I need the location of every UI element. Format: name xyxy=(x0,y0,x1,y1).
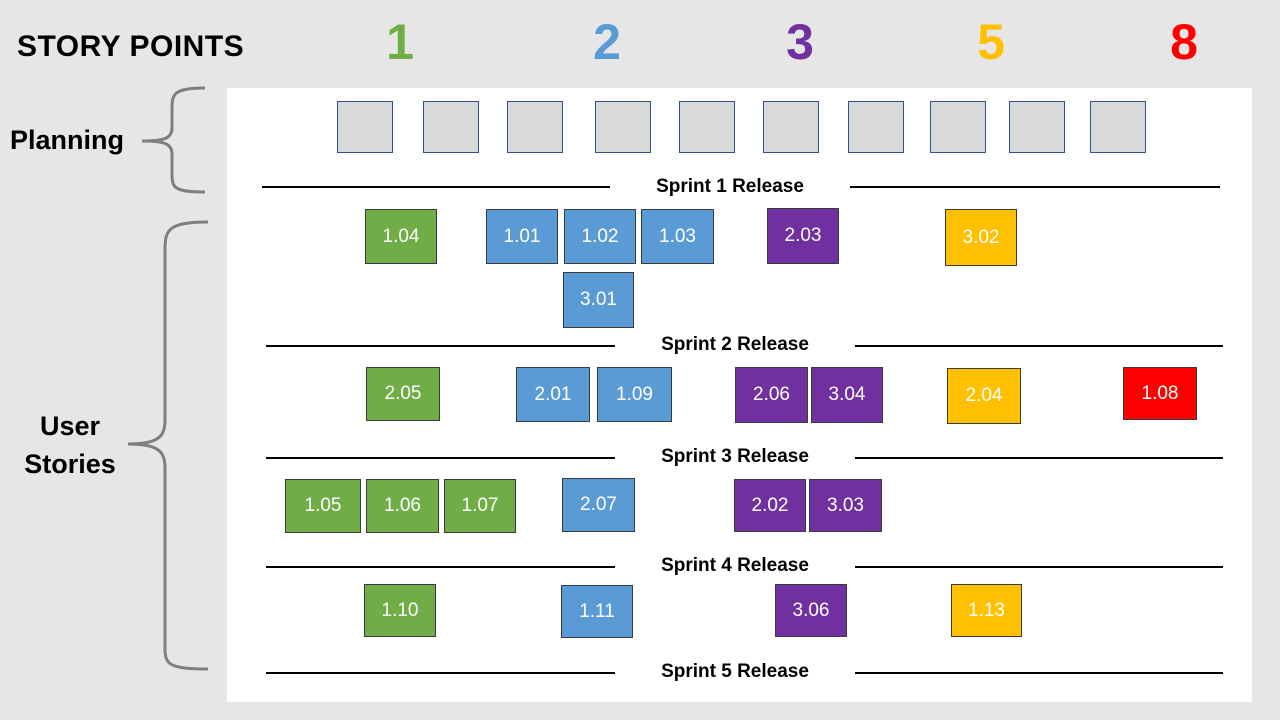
story-card-2.03[interactable]: 2.03 xyxy=(767,208,839,264)
planning-card-placeholder[interactable] xyxy=(1090,101,1146,153)
planning-card-placeholder[interactable] xyxy=(423,101,479,153)
story-point-5: 5 xyxy=(977,14,1005,70)
planning-card-placeholder[interactable] xyxy=(337,101,393,153)
user-stories-label: User Stories xyxy=(20,407,120,483)
story-card-2.01[interactable]: 2.01 xyxy=(516,367,590,422)
story-points-heading: STORY POINTS xyxy=(17,30,245,63)
story-card-1.08[interactable]: 1.08 xyxy=(1123,367,1197,420)
story-card-1.03[interactable]: 1.03 xyxy=(641,209,714,264)
sprint-5-release-label: Sprint 5 Release xyxy=(615,660,855,684)
story-card-1.05[interactable]: 1.05 xyxy=(285,479,361,533)
user-stories-brace xyxy=(127,220,209,671)
story-point-1: 1 xyxy=(386,14,414,70)
story-card-1.06[interactable]: 1.06 xyxy=(366,479,439,533)
story-point-8: 8 xyxy=(1170,14,1198,70)
story-card-2.02[interactable]: 2.02 xyxy=(734,479,806,532)
section-braces xyxy=(127,86,209,671)
sprint-3-release-label: Sprint 3 Release xyxy=(615,445,855,469)
story-card-2.06[interactable]: 2.06 xyxy=(735,367,808,423)
planning-card-placeholder[interactable] xyxy=(679,101,735,153)
story-card-3.06[interactable]: 3.06 xyxy=(775,584,847,637)
planning-card-placeholder[interactable] xyxy=(763,101,819,153)
story-card-3.04[interactable]: 3.04 xyxy=(811,367,883,423)
planning-card-placeholder[interactable] xyxy=(507,101,563,153)
story-card-2.04[interactable]: 2.04 xyxy=(947,368,1021,424)
planning-card-placeholder[interactable] xyxy=(848,101,904,153)
sprint-4-release-label: Sprint 4 Release xyxy=(615,554,855,578)
story-card-3.01[interactable]: 3.01 xyxy=(563,272,634,328)
planning-card-placeholder[interactable] xyxy=(1009,101,1065,153)
planning-label: Planning xyxy=(10,125,124,155)
story-card-3.02[interactable]: 3.02 xyxy=(945,209,1017,266)
planning-card-placeholder[interactable] xyxy=(930,101,986,153)
story-card-1.02[interactable]: 1.02 xyxy=(564,209,636,264)
story-point-3: 3 xyxy=(786,14,814,70)
story-card-3.03[interactable]: 3.03 xyxy=(809,479,882,532)
story-card-1.07[interactable]: 1.07 xyxy=(444,479,516,533)
story-card-1.09[interactable]: 1.09 xyxy=(597,367,672,422)
story-card-1.01[interactable]: 1.01 xyxy=(486,209,558,264)
story-card-2.07[interactable]: 2.07 xyxy=(562,478,635,532)
story-card-2.05[interactable]: 2.05 xyxy=(366,367,440,421)
planning-brace xyxy=(141,86,206,194)
story-card-1.11[interactable]: 1.11 xyxy=(561,585,633,638)
user-stories-label-line1: User xyxy=(39,411,101,441)
sprint-1-release-label: Sprint 1 Release xyxy=(610,175,850,199)
story-card-1.10[interactable]: 1.10 xyxy=(364,584,436,637)
story-card-1.04[interactable]: 1.04 xyxy=(365,209,437,264)
story-card-1.13[interactable]: 1.13 xyxy=(951,584,1022,637)
story-point-2: 2 xyxy=(593,14,621,70)
user-stories-label-line2: Stories xyxy=(24,449,116,479)
planning-card-placeholder[interactable] xyxy=(595,101,651,153)
sprint-2-release-label: Sprint 2 Release xyxy=(615,333,855,357)
